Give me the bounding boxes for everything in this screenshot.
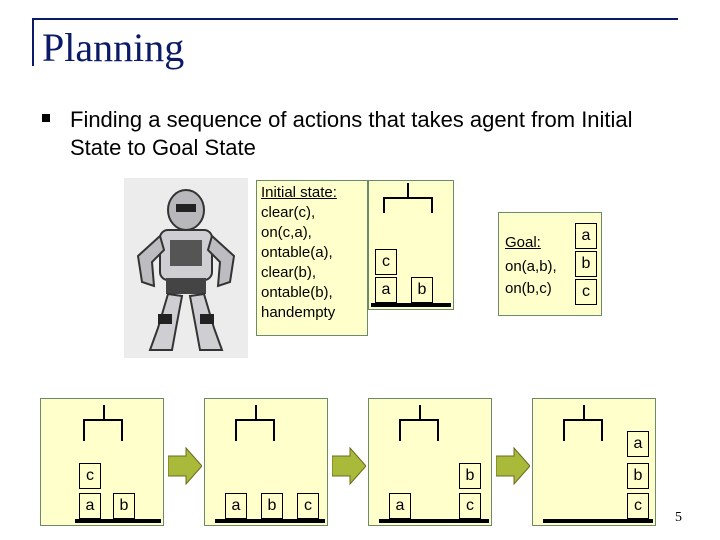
block-a: a [389,493,411,519]
robot-arm-stem [103,405,105,421]
block-b: b [261,493,283,519]
sequence-panel-3: b a c [368,398,492,526]
bullet-square-icon [42,114,50,122]
robot-image [124,178,248,358]
goal-block-b: b [575,251,597,277]
robot-arm-stem [419,405,421,421]
page-number: 5 [675,510,682,525]
robot-arm-finger-right [437,419,439,441]
block-a: a [627,431,649,457]
initial-state-box: Initial state: clear(c), on(c,a), ontabl… [256,180,368,336]
goal-block-a: a [575,223,597,249]
robot-arm-finger-left [83,419,85,441]
table-surface [75,519,161,523]
initial-state-heading: Initial state: [261,184,337,201]
goal-block-c: c [575,279,597,305]
block-c: c [297,493,319,519]
robot-arm-finger-left [563,419,565,441]
initial-state-line: ontable(a), [261,244,333,261]
bullet-text: Finding a sequence of actions that takes… [70,107,633,160]
block-c: c [375,249,397,275]
robot-arm-finger-left [383,197,385,213]
block-a: a [79,493,101,519]
table-surface [379,519,489,523]
block-a: a [375,277,397,303]
robot-arm-finger-left [235,419,237,441]
right-arrow-icon [168,446,202,486]
robot-arm-finger-right [121,419,123,441]
title-rule-top [32,18,678,20]
robot-arm-stem [583,405,585,421]
robot-arm-finger-right [273,419,275,441]
sequence-panel-2: a b c [204,398,328,526]
goal-box: Goal: on(a,b), on(b,c) a b c [498,212,602,316]
robot-icon [124,178,248,358]
block-b: b [459,463,481,489]
robot-arm-finger-right [601,419,603,441]
block-b: b [113,493,135,519]
sequence-panel-4: a b c [532,398,656,526]
goal-heading: Goal: [505,234,541,251]
table-surface [215,519,325,523]
slide-title: Planning [42,25,185,70]
block-b: b [627,463,649,489]
initial-state-line: on(c,a), [261,224,312,241]
robot-arm-stem [255,405,257,421]
block-a: a [225,493,247,519]
block-c: c [459,493,481,519]
robot-arm-stem [407,183,409,199]
block-c: c [627,493,649,519]
initial-state-line: clear(b), [261,264,317,281]
right-arrow-icon [496,446,530,486]
initial-state-line: clear(c), [261,204,316,221]
block-c: c [79,463,101,489]
right-arrow-icon [332,446,366,486]
table-surface [371,303,451,307]
initial-state-line: ontable(b), [261,284,333,301]
robot-arm-finger-right [431,197,433,213]
sequence-panel-1: c a b [40,398,164,526]
goal-line: on(b,c) [505,280,552,297]
robot-arm-finger-left [399,419,401,441]
initial-state-line: handempty [261,304,336,321]
block-b: b [411,277,433,303]
initial-state-diagram: c a b [368,180,454,310]
table-surface [543,519,653,523]
title-rule-left [32,18,34,66]
goal-line: on(a,b), [505,258,557,275]
